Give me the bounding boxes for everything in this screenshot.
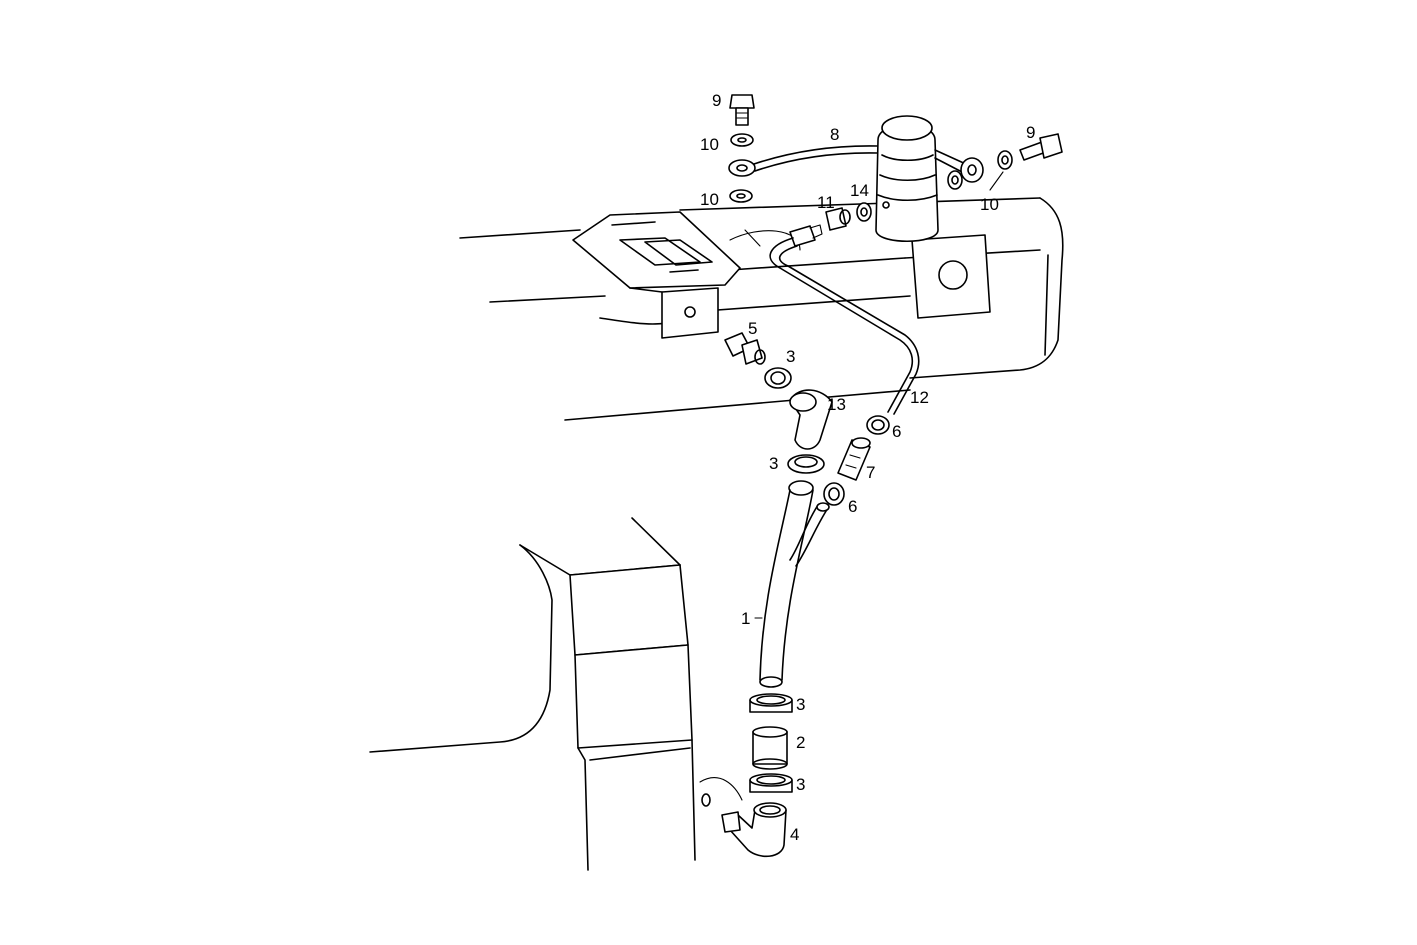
callout-9-left: 9 — [712, 91, 721, 110]
tube-1 — [759, 480, 830, 688]
clamp-6-lower — [823, 482, 845, 506]
clamp-3-a — [764, 367, 792, 389]
bolt-9-right — [1019, 133, 1063, 161]
callout-13: 13 — [827, 395, 846, 414]
elbow-4 — [721, 802, 787, 858]
fitting-5 — [724, 332, 766, 365]
mounting-bracket — [572, 211, 741, 339]
callout-11: 11 — [817, 193, 835, 212]
callout-labels: 1 2 3 3 3 3 4 5 6 6 7 8 9 9 10 10 10 11 … — [700, 91, 1035, 844]
elbow-hose-13 — [789, 389, 833, 450]
callout-6-lower: 6 — [848, 497, 857, 516]
callout-3-upper: 3 — [786, 347, 795, 366]
callout-8: 8 — [830, 125, 839, 144]
callout-10-top: 10 — [700, 135, 719, 154]
callout-4: 4 — [790, 825, 799, 844]
callout-12: 12 — [910, 388, 929, 407]
lower-block-outline — [369, 517, 743, 871]
union-11 — [825, 207, 851, 231]
callout-9-right: 9 — [1026, 123, 1035, 142]
clamp-3-b — [787, 454, 825, 474]
washer-14 — [856, 202, 872, 222]
pipe-12 — [769, 224, 920, 415]
clamp-6-upper — [866, 415, 890, 435]
callout-1: 1 — [741, 609, 750, 628]
hose-7 — [837, 437, 871, 481]
washer-10-bottom — [729, 189, 753, 203]
washer-10-right-a — [947, 170, 963, 190]
clamp-3-d — [749, 773, 793, 793]
callout-10-right: 10 — [980, 195, 999, 214]
clamp-3-c — [749, 693, 793, 713]
washer-10-right-b — [997, 150, 1013, 170]
sleeve-2 — [752, 726, 788, 770]
line-8 — [728, 145, 879, 177]
callout-3-bottom: 3 — [796, 775, 805, 794]
washer-10-top — [730, 133, 754, 147]
callout-6-upper: 6 — [892, 422, 901, 441]
side-bracket — [911, 234, 991, 319]
filter-canister-14 — [875, 115, 984, 243]
callout-7: 7 — [866, 463, 875, 482]
callout-2: 2 — [796, 733, 805, 752]
callout-10-bottom: 10 — [700, 190, 719, 209]
callout-5: 5 — [748, 319, 757, 338]
callout-14: 14 — [850, 181, 869, 200]
bolt-9-left — [729, 94, 755, 126]
callout-3-lower: 3 — [796, 695, 805, 714]
callout-3-middle: 3 — [769, 454, 778, 473]
